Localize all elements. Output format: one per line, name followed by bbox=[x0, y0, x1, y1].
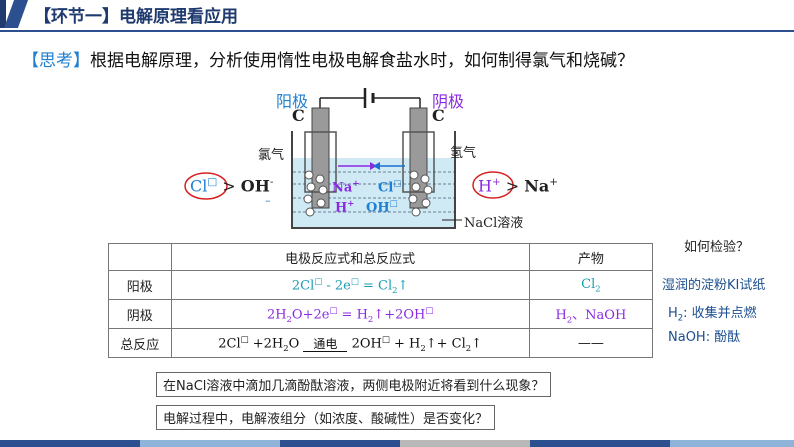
section-title: 【环节一】电解原理看应用 bbox=[34, 7, 238, 27]
think-prompt: 【思考】根据电解原理，分析使用惰性电极电解食盐水时，如何制得氯气和烧碱？ bbox=[22, 46, 634, 71]
table-row: 总反应 2Cl□ +2H2O 通电 2OH□ + H2↑+ Cl2↑ —— bbox=[108, 328, 654, 358]
electrolysis-apparatus: 阳极 阴极 C C 氯气 氢气 Cl□ > OH- – H+ > Na+ Na+… bbox=[180, 86, 600, 236]
test-question: 如何检验？ bbox=[684, 240, 750, 255]
question-box-phenolphthalein: 在NaCl溶液中滴加几滴酚酞溶液，两侧电极附近将看到什么现象？ bbox=[156, 372, 552, 397]
chloride-ion-label: Cl□ bbox=[378, 178, 402, 196]
anode-ion-order: Cl□ > OH- bbox=[190, 176, 274, 196]
cathode-product: H2、NaOH bbox=[528, 299, 654, 329]
anode-minus-marker: – bbox=[265, 194, 271, 207]
overall-equation: 2Cl□ +2H2O 通电 2OH□ + H2↑+ Cl2↑ bbox=[170, 328, 530, 358]
table-header-equations: 电极反应式和总反应式 bbox=[170, 243, 530, 271]
row-name-overall: 总反应 bbox=[108, 328, 172, 358]
bottom-decor-bar bbox=[0, 440, 794, 447]
table-row: 阴极 2H2O+2e□ = H2↑+2OH□ H2、NaOH bbox=[108, 299, 654, 329]
header-stripe bbox=[0, 0, 6, 28]
think-text: 根据电解原理，分析使用惰性电极电解食盐水时，如何制得氯气和烧碱？ bbox=[90, 51, 634, 71]
hydrogen-gas-label: 氢气 bbox=[450, 146, 477, 161]
sodium-ion-label: Na+ bbox=[332, 178, 360, 196]
header-underline bbox=[0, 30, 794, 32]
cathode-ion-order: H+ > Na+ bbox=[478, 176, 558, 196]
table-header-empty bbox=[108, 243, 172, 271]
anode-electrode-label: C bbox=[292, 106, 305, 125]
hydrogen-test: H2: 收集并点燃 bbox=[668, 306, 757, 323]
think-tag: 【思考】 bbox=[22, 51, 90, 71]
table-header-row: 电极反应式和总反应式 产物 bbox=[108, 243, 654, 271]
anode-product: Cl2 bbox=[528, 270, 654, 300]
apparatus-drawing bbox=[184, 88, 514, 229]
chlorine-test: 湿润的淀粉KI试纸 bbox=[662, 278, 766, 293]
table-header-products: 产物 bbox=[528, 243, 654, 271]
cathode-equation: 2H2O+2e□ = H2↑+2OH□ bbox=[170, 299, 530, 329]
cathode-label: 阴极 bbox=[432, 92, 465, 111]
question-box-composition: 电解过程中，电解液组分（如浓度、酸碱性）是否变化？ bbox=[156, 405, 496, 430]
overall-product: —— bbox=[528, 328, 654, 358]
table-row: 阳极 2Cl□ - 2e□ = Cl2↑ Cl2 bbox=[108, 270, 654, 300]
row-name-anode: 阳极 bbox=[108, 270, 172, 300]
hydroxide-ion-label: OH□ bbox=[366, 198, 398, 216]
anode-equation: 2Cl□ - 2e□ = Cl2↑ bbox=[170, 270, 530, 300]
row-name-cathode: 阴极 bbox=[108, 299, 172, 329]
chlorine-gas-label: 氯气 bbox=[258, 148, 285, 163]
section-header: 【环节一】电解原理看应用 bbox=[0, 0, 794, 32]
header-stripe-accent bbox=[3, 0, 29, 28]
cathode-electrode-label: C bbox=[432, 106, 445, 125]
reaction-table: 电极反应式和总反应式 产物 阳极 2Cl□ - 2e□ = Cl2↑ Cl2 阴… bbox=[108, 243, 654, 358]
electrolysis-condition-arrow: 通电 bbox=[303, 338, 348, 353]
hydrogen-ion-label: H+ bbox=[335, 198, 355, 216]
anode-label: 阳极 bbox=[276, 92, 309, 111]
naoh-test: NaOH: 酚酞 bbox=[668, 330, 741, 345]
solution-label: NaCl溶液 bbox=[464, 216, 524, 231]
